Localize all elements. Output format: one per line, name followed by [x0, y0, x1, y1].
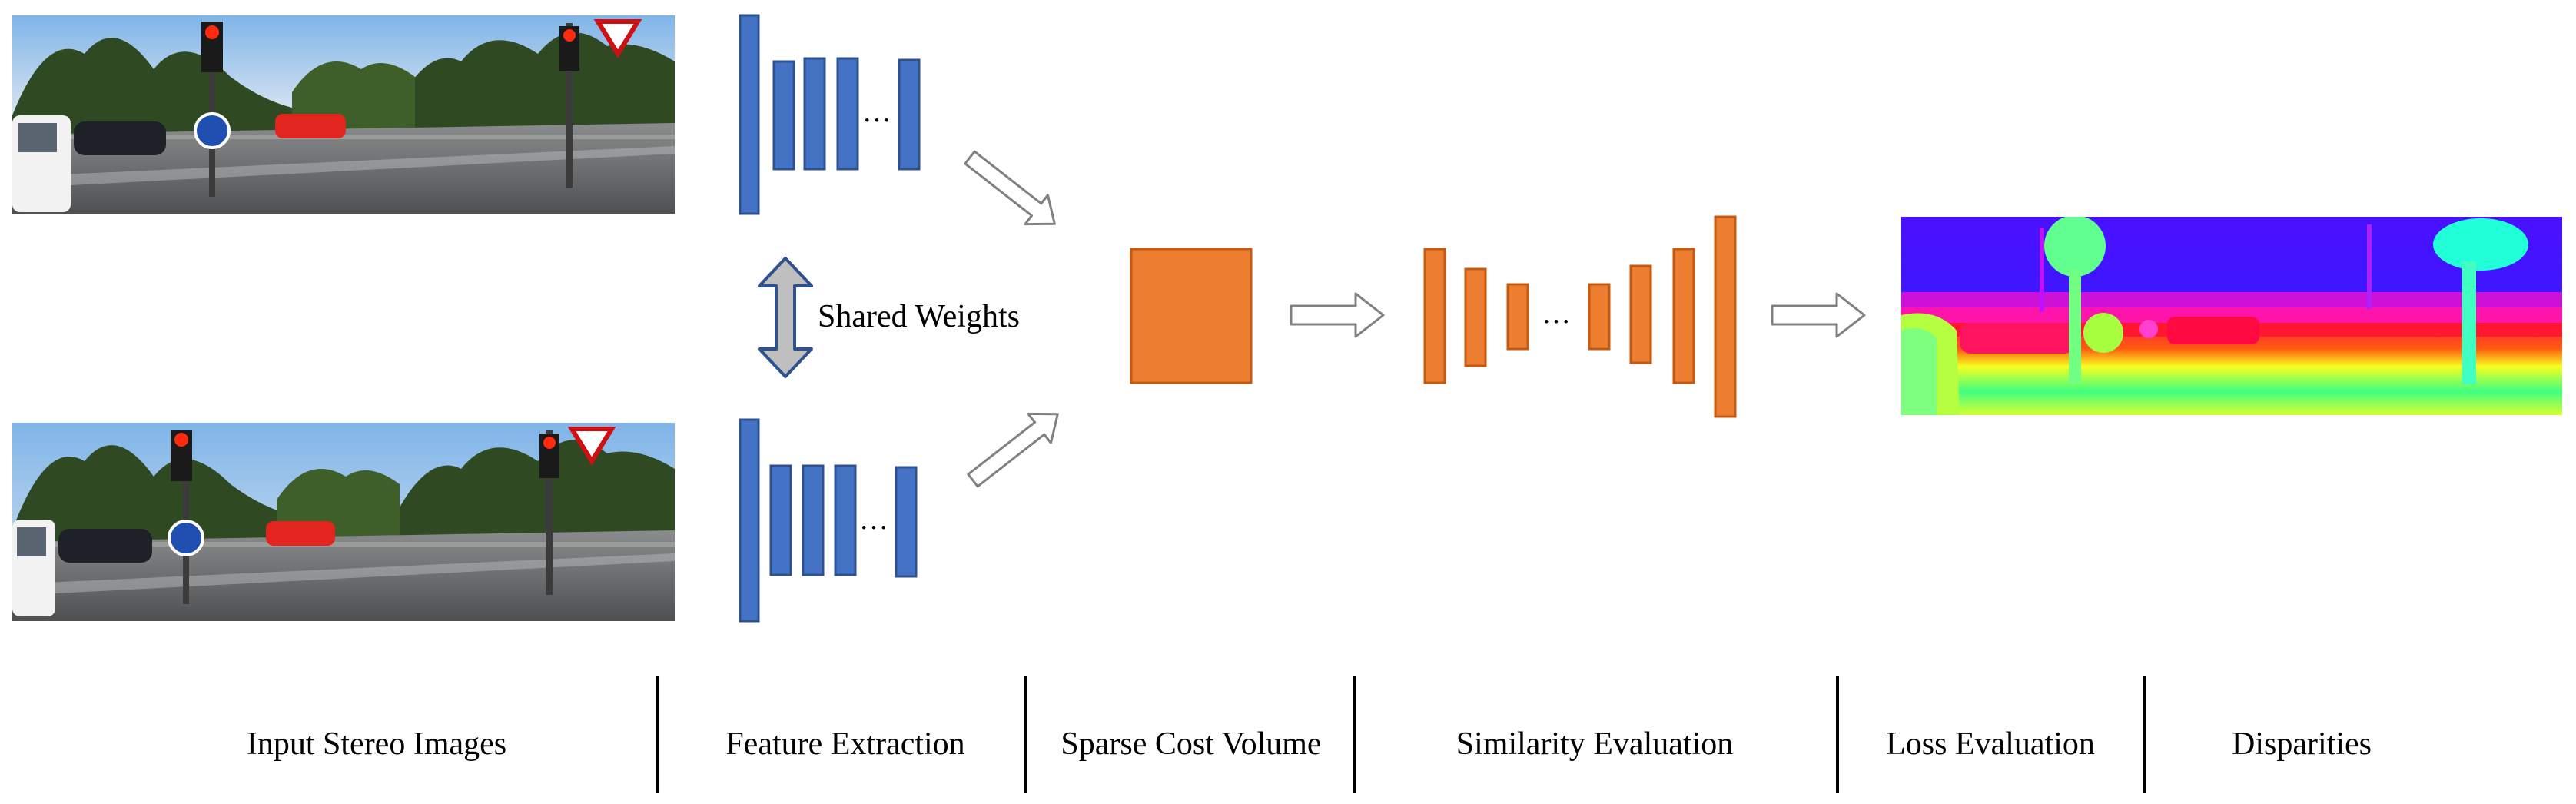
feature-layer [802, 464, 825, 576]
ellipsis-bottom: … [859, 503, 888, 536]
similarity-layer [1506, 283, 1529, 351]
shared-weights-label: Shared Weights [818, 299, 1020, 334]
stage-label-disparities: Disparities [2232, 726, 2372, 762]
ellipsis-similarity: … [1542, 297, 1571, 330]
stage-divider [656, 676, 659, 793]
stage-label-feature-extraction: Feature Extraction [725, 726, 965, 762]
stage-divider [1353, 676, 1356, 793]
feature-layer [836, 57, 859, 171]
arrow-right-icon [967, 412, 1059, 488]
stage-label-loss: Loss Evaluation [1886, 726, 2095, 762]
feature-layer-input [739, 14, 760, 215]
similarity-layer-output [1714, 215, 1737, 418]
cost-volume-block [1130, 248, 1253, 384]
arrow-right-icon [964, 150, 1056, 226]
similarity-layer [1464, 267, 1487, 367]
similarity-network [1423, 215, 1737, 418]
stage-label-input: Input Stereo Images [246, 726, 507, 762]
arrow-right-icon [1771, 292, 1866, 338]
feature-layer [834, 464, 857, 576]
ellipsis-top: … [862, 96, 891, 128]
similarity-layer [1672, 248, 1695, 384]
similarity-layer [1629, 264, 1652, 364]
stage-divider [2143, 676, 2146, 793]
feature-layer [769, 464, 792, 576]
stage-label-similarity: Similarity Evaluation [1456, 726, 1734, 762]
stage-label-cost-volume: Sparse Cost Volume [1061, 726, 1322, 762]
shared-weights-arrow-icon [758, 257, 813, 378]
similarity-layer [1588, 283, 1611, 351]
arrow-right-icon [1290, 292, 1385, 338]
feature-layer-last [895, 466, 918, 578]
stage-divider [1024, 676, 1027, 793]
feature-layer [803, 57, 826, 171]
feature-layer-input [739, 418, 760, 623]
feature-layer [772, 60, 795, 171]
feature-layer-last [898, 58, 921, 171]
input-left-image [12, 15, 675, 214]
feature-extractor-bottom [739, 418, 918, 623]
disparity-map [1901, 217, 2562, 415]
feature-extractor-top [739, 14, 921, 215]
similarity-layer [1423, 248, 1446, 384]
input-right-image [12, 423, 675, 621]
stage-divider [1836, 676, 1839, 793]
